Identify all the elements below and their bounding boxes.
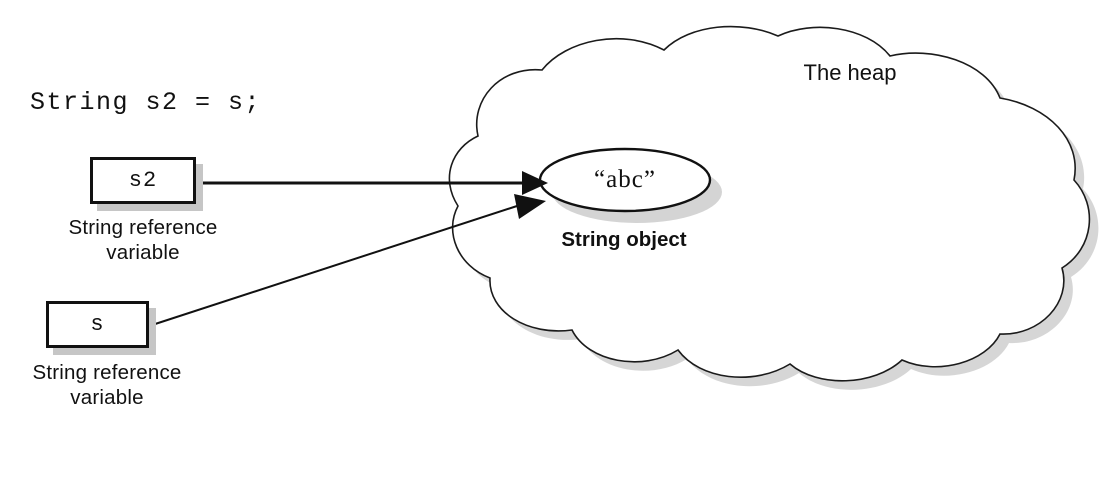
- variable-box-s[interactable]: s: [46, 301, 149, 348]
- string-object-value: “abc”: [594, 166, 656, 193]
- caption-s: String reference variable: [0, 360, 222, 410]
- code-statement: String s2 = s;: [30, 88, 262, 117]
- string-object-label: String object: [561, 228, 687, 251]
- arrow-s-to-object: [148, 194, 546, 327]
- variable-box-s2[interactable]: s2: [90, 157, 196, 204]
- caption-s-line1: String reference: [32, 361, 182, 384]
- caption-s-line2: variable: [70, 386, 144, 409]
- heap-cloud: [448, 25, 1091, 382]
- caption-s2-line2: variable: [106, 241, 180, 264]
- caption-s2-line1: String reference: [68, 216, 218, 239]
- arrow-s2-to-object: [197, 171, 548, 195]
- heap-label: The heap: [803, 60, 897, 85]
- caption-s2: String reference variable: [28, 215, 258, 265]
